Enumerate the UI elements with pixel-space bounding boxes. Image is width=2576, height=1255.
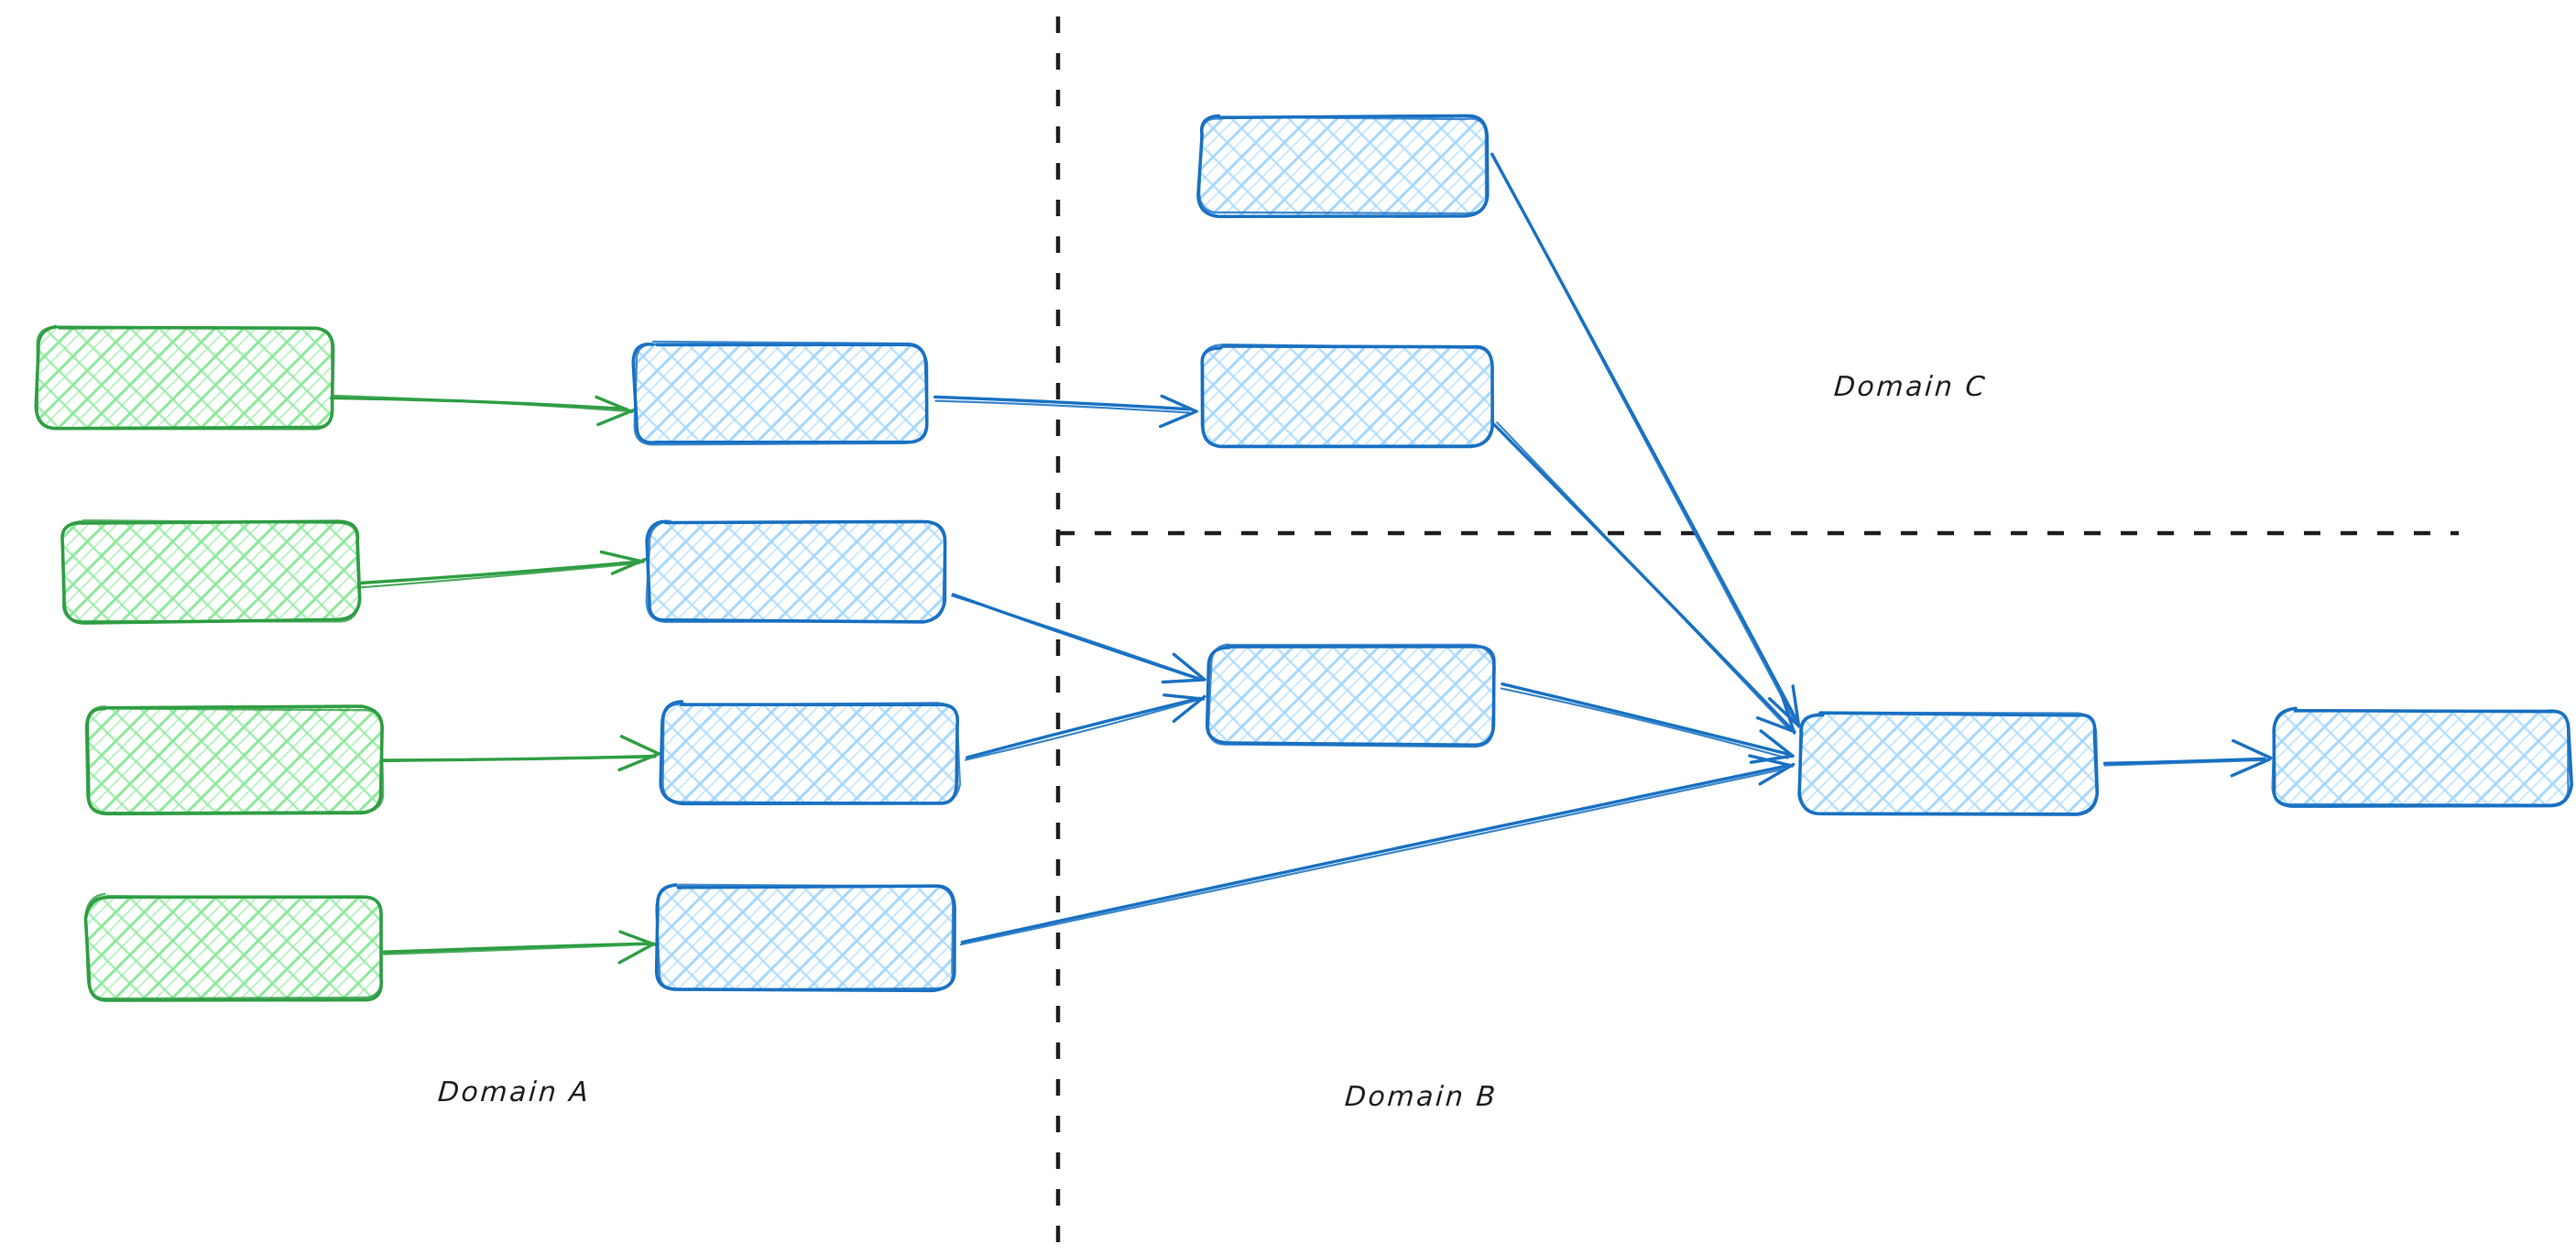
node-b4[interactable] xyxy=(654,883,956,993)
node-outline xyxy=(84,892,383,1000)
node-fill-cross xyxy=(61,521,360,624)
node-outline xyxy=(633,340,929,446)
domain-label-domain-b: Domain B xyxy=(1343,1081,1499,1113)
node-hitarea-d1[interactable] xyxy=(1800,715,2096,813)
node-a3[interactable] xyxy=(84,704,385,816)
node-c3[interactable] xyxy=(1205,643,1496,748)
node-hitarea-c3[interactable] xyxy=(1209,646,1493,745)
edge-b2-to-c3 xyxy=(951,593,1206,684)
node-fill-cross xyxy=(36,326,333,429)
node-hitarea-a3[interactable] xyxy=(87,708,383,812)
node-fill-cross xyxy=(1202,345,1493,447)
node-outline xyxy=(1200,343,1494,448)
node-hitarea-b2[interactable] xyxy=(648,522,944,621)
node-outline xyxy=(661,702,962,804)
node-c2[interactable] xyxy=(1200,343,1494,449)
node-c1[interactable] xyxy=(1196,114,1490,219)
node-fill-cross xyxy=(1799,713,2098,814)
node-outline xyxy=(1206,643,1496,748)
edge-a2-to-b2 xyxy=(355,550,649,589)
node-outline xyxy=(655,883,955,991)
node-d2[interactable] xyxy=(2271,706,2574,808)
node-hitarea-c2[interactable] xyxy=(1202,346,1491,446)
node-hitarea-a2[interactable] xyxy=(62,522,358,621)
node-fill-cross xyxy=(660,701,958,804)
domain-label-domain-c: Domain C xyxy=(1832,371,1989,403)
divider-group xyxy=(1055,16,2459,1244)
node-group xyxy=(34,114,2574,1002)
node-hitarea-c1[interactable] xyxy=(1200,117,1487,214)
node-fill-cross xyxy=(85,897,382,1000)
edge-c1-to-d1 xyxy=(1490,152,1801,728)
edge-c2-to-d1 xyxy=(1492,421,1796,735)
edge-b4-to-d1 xyxy=(959,754,1796,946)
node-outline xyxy=(1797,711,2100,816)
node-outline xyxy=(645,519,946,624)
node-hitarea-b4[interactable] xyxy=(658,887,954,989)
node-outline xyxy=(36,325,334,431)
node-outline xyxy=(84,705,385,814)
node-fill-cross xyxy=(647,521,945,622)
node-fill-cross xyxy=(656,884,955,991)
edge-d1-to-d2 xyxy=(2102,738,2273,778)
node-fill-cross xyxy=(2274,708,2572,807)
edge-b1-to-c2 xyxy=(933,394,1198,429)
node-outline xyxy=(2271,707,2570,806)
node-hitarea-b3[interactable] xyxy=(662,704,958,802)
edge-b3-to-c3 xyxy=(965,693,1206,761)
node-a4[interactable] xyxy=(83,892,384,1002)
domain-label-domain-a: Domain A xyxy=(436,1076,592,1108)
edge-a3-to-b3 xyxy=(382,735,661,772)
node-fill-cross xyxy=(633,344,927,443)
node-a2[interactable] xyxy=(60,518,362,625)
edge-c3-to-d1 xyxy=(1500,682,1795,764)
edge-group xyxy=(330,152,2273,965)
node-a1[interactable] xyxy=(34,324,335,431)
edge-a1-to-b1 xyxy=(330,394,636,427)
node-d1[interactable] xyxy=(1797,711,2100,816)
node-b1[interactable] xyxy=(631,340,929,446)
node-hitarea-b1[interactable] xyxy=(635,344,925,444)
node-hitarea-a1[interactable] xyxy=(37,328,333,429)
node-outline xyxy=(1205,645,1496,748)
node-outline xyxy=(60,518,361,623)
node-hitarea-d2[interactable] xyxy=(2274,710,2570,806)
node-b3[interactable] xyxy=(659,700,962,806)
node-fill-cross xyxy=(87,706,383,814)
node-fill-cross xyxy=(1206,646,1494,746)
node-hitarea-a4[interactable] xyxy=(87,896,383,999)
node-fill-cross xyxy=(1197,115,1488,217)
edge-a4-to-b4 xyxy=(382,930,657,965)
node-outline xyxy=(1197,115,1488,215)
node-b2[interactable] xyxy=(645,519,947,624)
